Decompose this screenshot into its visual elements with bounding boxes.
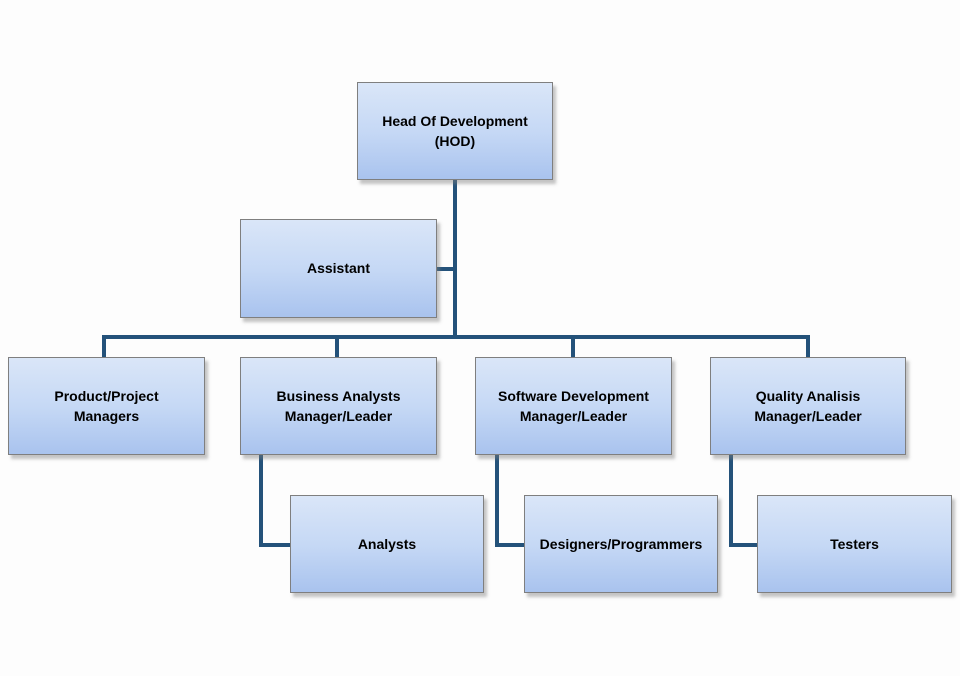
connector-analysts-horizontal [259, 543, 290, 547]
connector-drop-software-development [571, 335, 575, 357]
connector-drop-product-project [102, 335, 106, 357]
node-analysts[interactable]: Analysts [290, 495, 484, 593]
node-product-project-managers[interactable]: Product/Project Managers [8, 357, 205, 455]
connector-drop-business-analysts [335, 335, 339, 357]
node-software-development-manager[interactable]: Software Development Manager/Leader [475, 357, 672, 455]
node-label: Quality Analisis Manager/Leader [754, 387, 862, 424]
node-head-of-development[interactable]: Head Of Development (HOD) [357, 82, 553, 180]
node-assistant[interactable]: Assistant [240, 219, 437, 318]
connector-hod-trunk [453, 180, 457, 339]
node-designers-programmers[interactable]: Designers/Programmers [524, 495, 718, 593]
node-label: Assistant [306, 260, 371, 277]
node-label: Business Analysts Manager/Leader [276, 387, 401, 424]
node-testers[interactable]: Testers [757, 495, 952, 593]
connector-horizontal-bus [102, 335, 810, 339]
node-label: Software Development Manager/Leader [498, 387, 649, 424]
node-business-analysts-manager[interactable]: Business Analysts Manager/Leader [240, 357, 437, 455]
connector-designers-vertical [495, 455, 499, 547]
connector-testers-vertical [729, 455, 733, 547]
connector-testers-horizontal [729, 543, 757, 547]
node-label: Testers [830, 535, 879, 552]
node-label: Product/Project Managers [54, 387, 159, 424]
connector-designers-horizontal [495, 543, 524, 547]
node-label: Head Of Development (HOD) [382, 112, 528, 149]
node-quality-analisis-manager[interactable]: Quality Analisis Manager/Leader [710, 357, 906, 455]
node-label: Designers/Programmers [539, 535, 703, 552]
node-label: Analysts [357, 535, 417, 552]
connector-assistant-stub [437, 267, 455, 271]
connector-drop-quality-analisis [806, 335, 810, 357]
connector-analysts-vertical [259, 455, 263, 547]
